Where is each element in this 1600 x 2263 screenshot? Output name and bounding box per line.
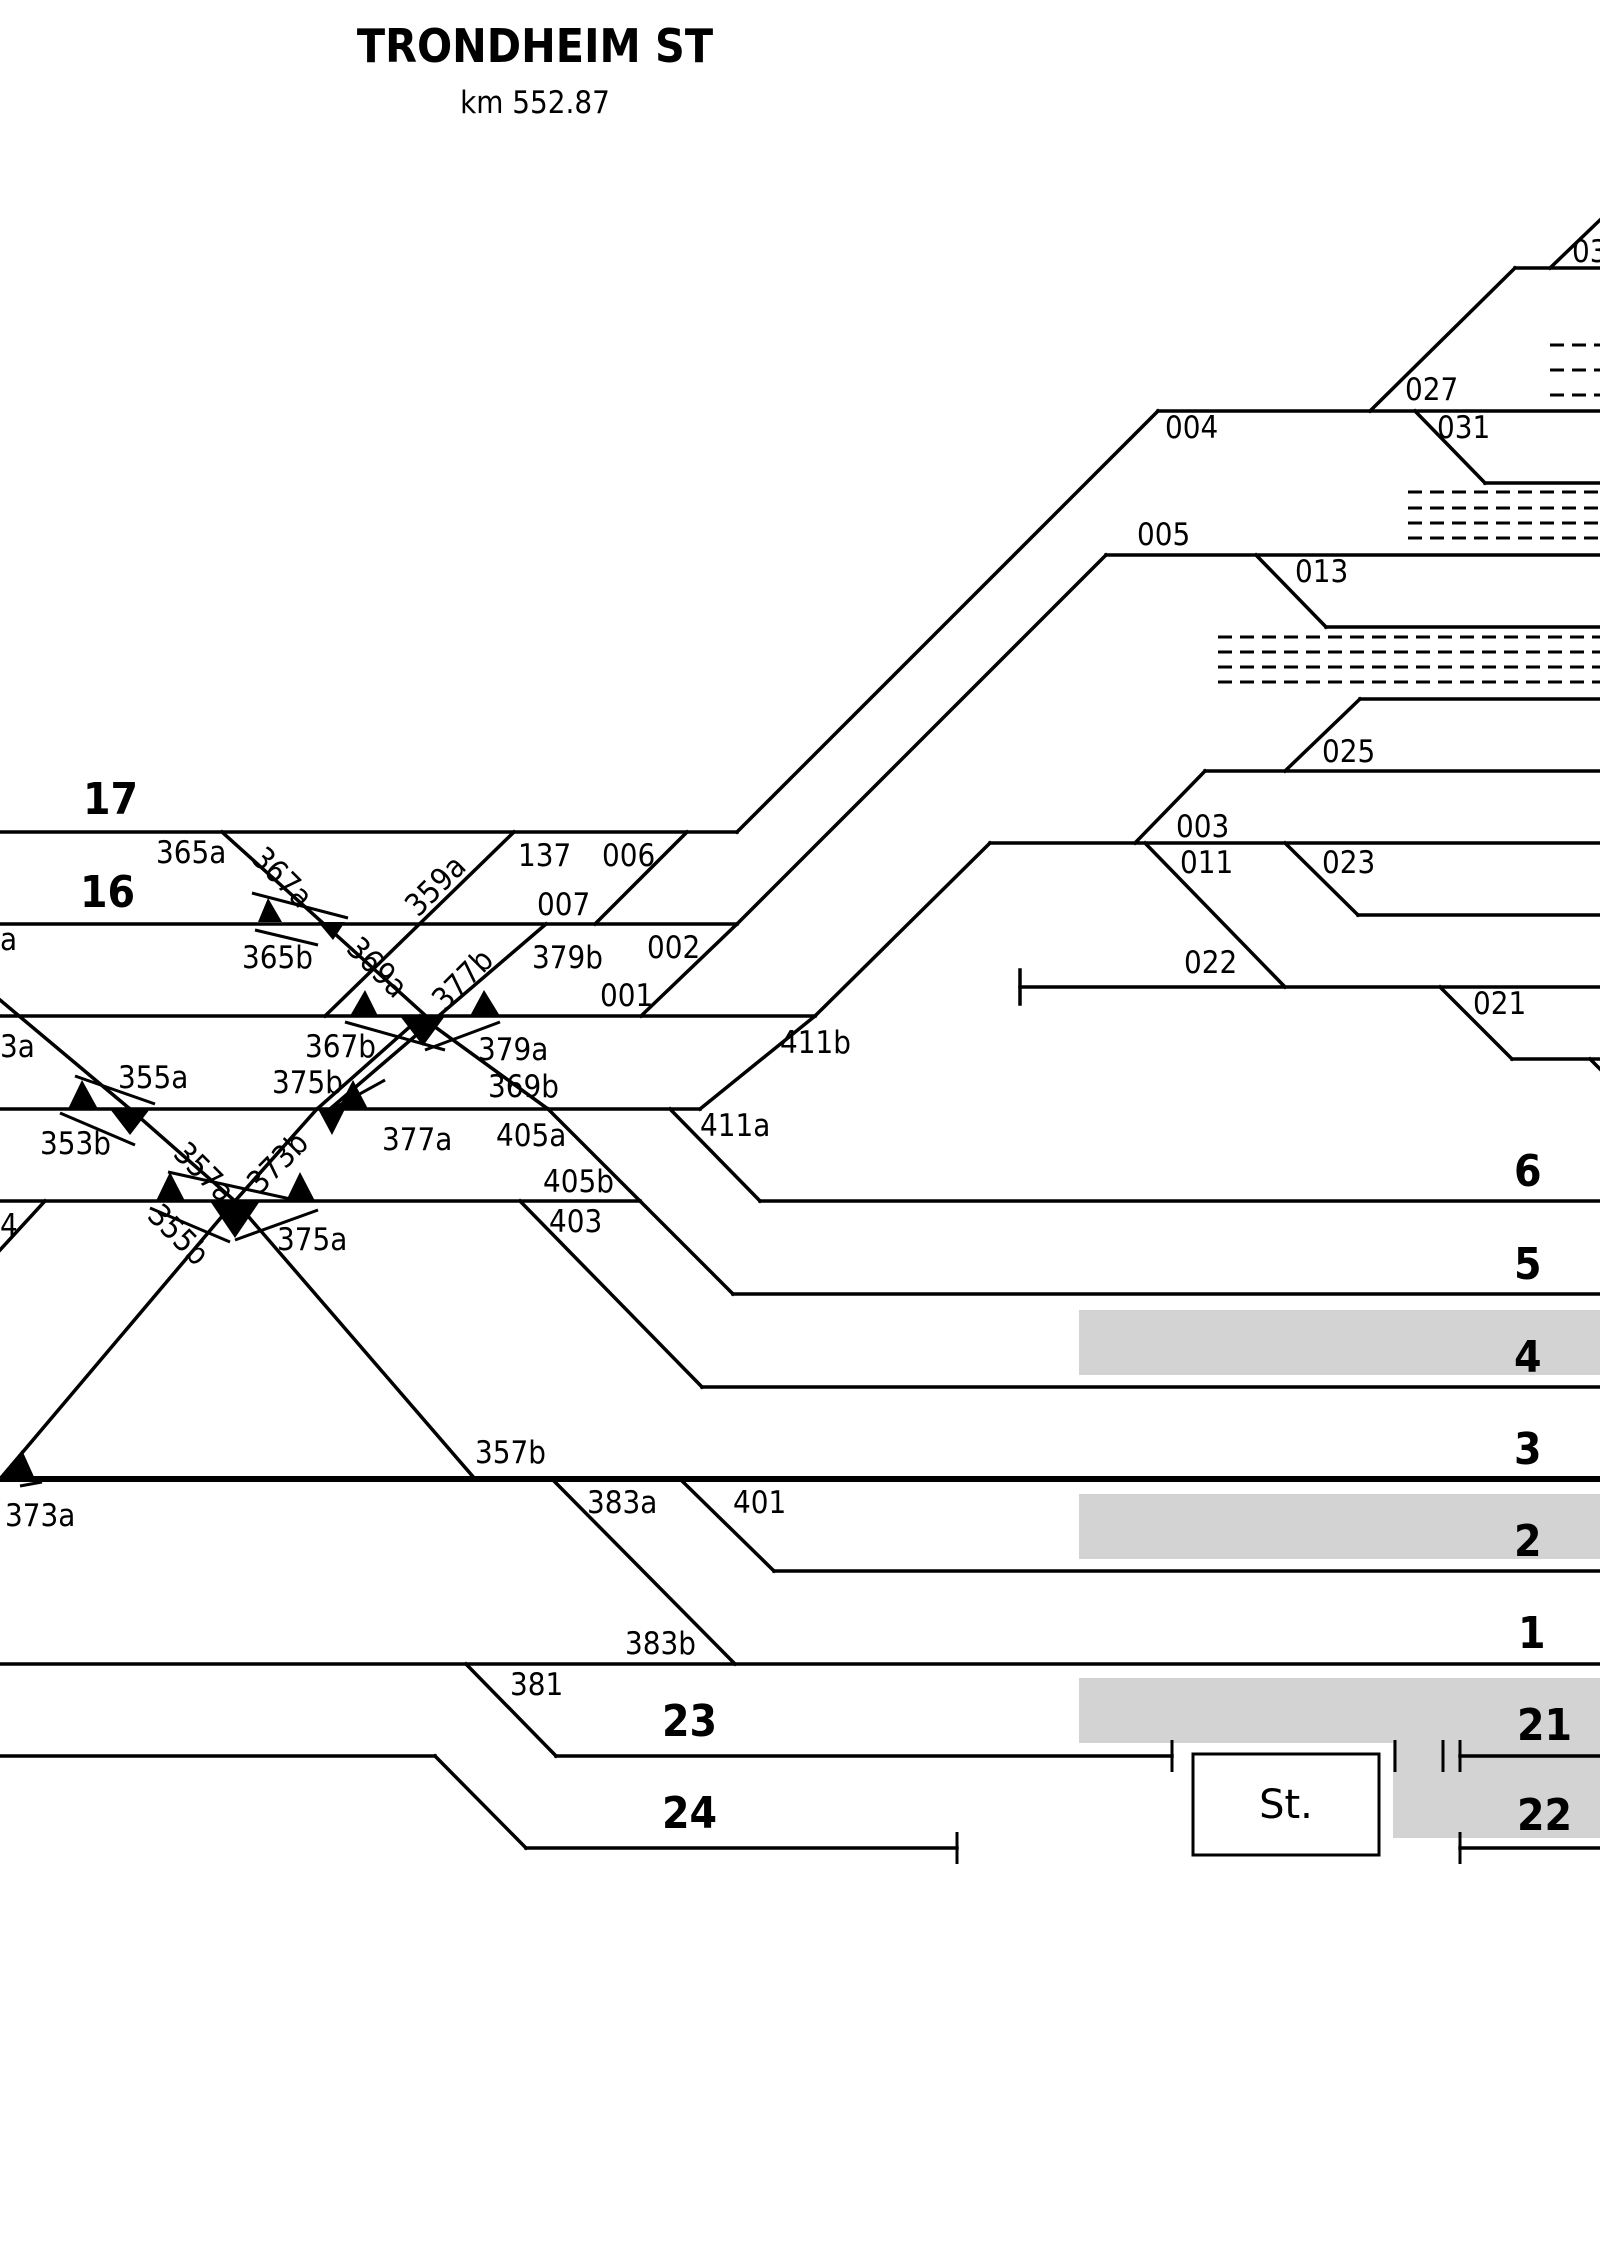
switch-label: 027 — [1405, 372, 1458, 408]
switch-label: 377a — [382, 1122, 452, 1158]
switch-label: 013 — [1295, 554, 1348, 590]
track-label-21: 21 — [1517, 1700, 1572, 1751]
track-label-2: 2 — [1514, 1516, 1542, 1567]
track-label-17: 17 — [83, 774, 138, 825]
switch-label: 375a — [277, 1222, 347, 1258]
switch-label: 022 — [1184, 945, 1237, 981]
track-label-5: 5 — [1514, 1239, 1542, 1290]
switch-label: 383b — [625, 1626, 696, 1662]
switch-label: 001 — [600, 978, 653, 1014]
platforms — [1079, 1310, 1600, 1838]
track-label-23: 23 — [662, 1696, 717, 1747]
switch-label: a — [0, 922, 17, 958]
switch-label: 365b — [242, 940, 313, 976]
track-label-24: 24 — [662, 1788, 717, 1839]
switch-label: 383a — [587, 1485, 657, 1521]
main-tracks — [0, 830, 1600, 1850]
switch-label: 369b — [488, 1069, 559, 1105]
switch-label: 023 — [1322, 845, 1375, 881]
switch-label: 03 — [1572, 234, 1600, 270]
switch-label: 365a — [156, 835, 226, 871]
frogs — [0, 898, 500, 1479]
switch-label: 405b — [543, 1164, 614, 1200]
platform-2 — [1079, 1494, 1600, 1559]
switch-label: 4 — [0, 1208, 18, 1244]
switch-label: 375b — [272, 1065, 343, 1101]
switch-label: 411a — [700, 1108, 770, 1144]
track-label-22: 22 — [1517, 1790, 1572, 1841]
switch-labels: 03 027 031 004 005 013 025 003 011 023 0… — [0, 234, 1600, 1703]
track-label-16: 16 — [80, 867, 135, 918]
switch-label: 405a — [496, 1118, 566, 1154]
switch-label: 004 — [1165, 410, 1218, 446]
switch-label: 379b — [532, 940, 603, 976]
switch-label: 381 — [510, 1667, 563, 1703]
station-km: km 552.87 — [460, 85, 610, 121]
platform-4 — [1079, 1310, 1600, 1375]
switch-label: 031 — [1437, 410, 1490, 446]
switch-label: 373a — [5, 1498, 75, 1534]
switch-label: 011 — [1180, 845, 1233, 881]
switch-label: 357b — [475, 1435, 546, 1471]
switch-label: 007 — [537, 887, 590, 923]
track-label-3: 3 — [1514, 1424, 1542, 1475]
switch-label: 025 — [1322, 734, 1375, 770]
switch-label: 005 — [1137, 517, 1190, 553]
switch-label: 355a — [118, 1060, 188, 1096]
switch-label: 401 — [733, 1485, 786, 1521]
switch-label: 379a — [478, 1032, 548, 1068]
track-label-4: 4 — [1514, 1332, 1542, 1383]
station-title: TRONDHEIM ST — [357, 19, 714, 73]
switch-label: 137 — [518, 838, 571, 874]
switch-label: 021 — [1473, 986, 1526, 1022]
ticks — [19, 891, 1462, 1864]
switch-label: 403 — [549, 1204, 602, 1240]
switch-label: 006 — [602, 838, 655, 874]
switch-label: 411b — [780, 1025, 851, 1061]
switch-label: 353b — [40, 1126, 111, 1162]
station-building — [1191, 1752, 1381, 1857]
station-box-label: St. — [1259, 1782, 1313, 1828]
track-label-6: 6 — [1514, 1146, 1542, 1197]
switch-label: 002 — [647, 930, 700, 966]
track-label-1: 1 — [1518, 1608, 1546, 1659]
switch-label: 367b — [305, 1029, 376, 1065]
switch-label: 3a — [0, 1029, 35, 1065]
switch-label: 367a — [244, 840, 319, 915]
track-numbers: 17 16 6 5 4 3 2 1 23 21 24 22 — [80, 774, 1572, 1841]
platform-22 — [1393, 1678, 1600, 1838]
switch-label: 003 — [1176, 809, 1229, 845]
switch-label: 359a — [398, 848, 473, 923]
upper-yard — [734, 217, 1600, 1072]
